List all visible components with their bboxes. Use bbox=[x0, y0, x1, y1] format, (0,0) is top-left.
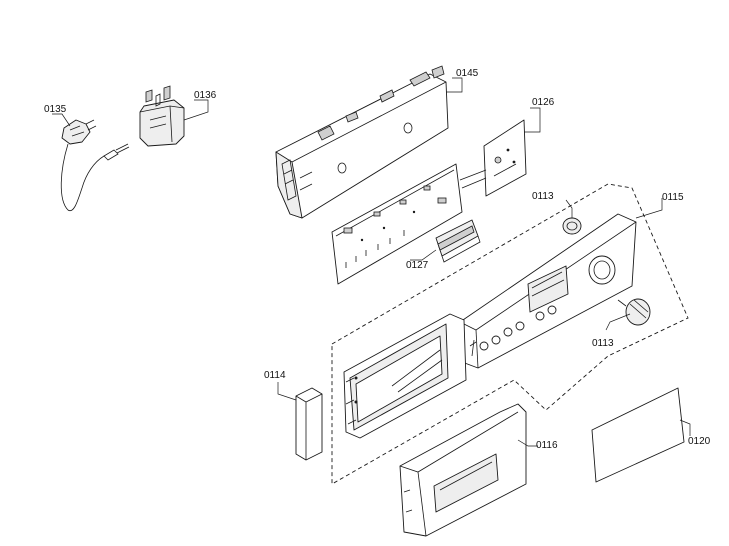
dispenser-frame bbox=[343, 313, 467, 439]
selector-knob-top bbox=[562, 217, 582, 235]
label-0113-side: 0113 bbox=[592, 338, 614, 349]
label-0145: 0145 bbox=[456, 68, 479, 79]
selector-knob-side bbox=[617, 298, 651, 326]
module-housing bbox=[275, 65, 449, 219]
pad-block bbox=[295, 387, 323, 461]
label-0120: 0120 bbox=[688, 436, 711, 447]
cover-sheet bbox=[591, 387, 685, 483]
label-0115: 0115 bbox=[662, 192, 684, 203]
power-cable bbox=[60, 119, 130, 212]
control-panel bbox=[459, 213, 637, 369]
label-0126: 0126 bbox=[532, 97, 555, 108]
display-module bbox=[435, 219, 481, 263]
label-0127: 0127 bbox=[406, 260, 429, 271]
drawer-handle bbox=[399, 403, 527, 537]
display-board bbox=[459, 119, 527, 197]
label-0114: 0114 bbox=[264, 370, 286, 381]
label-0113-top: 0113 bbox=[532, 191, 554, 202]
label-0116: 0116 bbox=[536, 440, 558, 451]
control-board bbox=[331, 163, 463, 285]
label-0136: 0136 bbox=[194, 90, 217, 101]
leader-lines bbox=[52, 77, 691, 447]
interference-filter bbox=[139, 85, 185, 147]
label-0135: 0135 bbox=[44, 104, 67, 115]
